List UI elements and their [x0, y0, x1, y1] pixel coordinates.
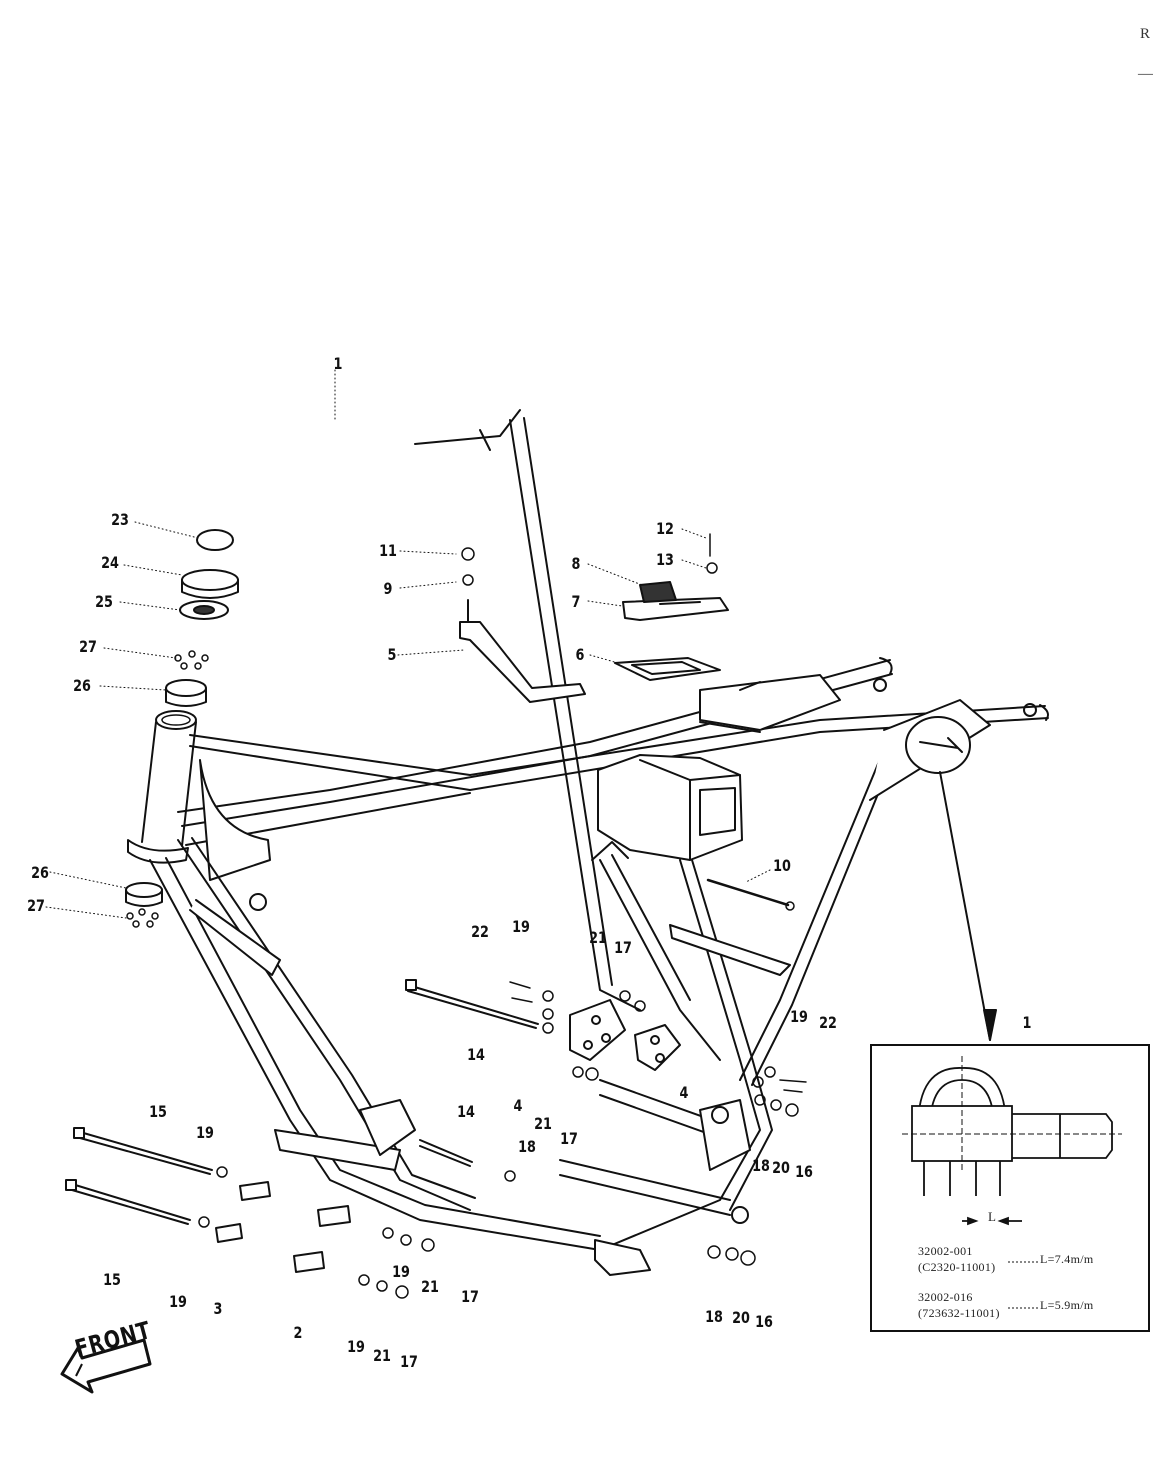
callout-6: 6: [575, 645, 585, 664]
length-b: L=5.9m/m: [1040, 1298, 1094, 1312]
leader-lines: [45, 369, 771, 919]
callout-3: 3: [213, 1299, 223, 1318]
inset-detail-box: L 32002-001 (C2320-11001) L=7.4m/m 32002…: [870, 1044, 1150, 1332]
corner-letter: R: [1140, 26, 1151, 42]
rear-bracket: [699, 674, 1037, 733]
callout-8: 8: [571, 554, 581, 573]
callout-19-right: 19: [790, 1007, 808, 1026]
callout-23: 23: [111, 510, 129, 529]
callout-21-bottom-a: 21: [421, 1277, 439, 1296]
callout-15-top: 15: [149, 1102, 167, 1121]
callout-26-bottom: 26: [31, 863, 49, 882]
length-a: L=7.4m/m: [1040, 1252, 1094, 1266]
callout-20-right: 20: [772, 1158, 790, 1177]
part-number-b: 32002-016: [918, 1290, 973, 1304]
cross-members: [249, 893, 791, 1276]
callout-1-inset: 1: [1022, 1013, 1032, 1032]
callout-14-top: 14: [467, 1045, 485, 1064]
seat-tubes: [509, 417, 721, 1061]
callout-18-center: 18: [518, 1137, 536, 1156]
callout-11: 11: [379, 541, 397, 560]
callout-12: 12: [656, 519, 674, 538]
callout-27-top: 27: [79, 637, 97, 656]
steering-head-tube: [127, 710, 197, 864]
callout-14-bottom: 14: [457, 1102, 475, 1121]
callout-17-center: 17: [614, 938, 632, 957]
part-number-b-sub: (723632-11001): [918, 1306, 1000, 1320]
dim-label: L: [988, 1209, 997, 1224]
part-6-pad: [614, 657, 721, 681]
small-hardware: [126, 533, 807, 1299]
callout-19-left-bottom: 19: [169, 1292, 187, 1311]
part-7-plate: [622, 597, 729, 621]
callout-27-bottom: 27: [27, 896, 45, 915]
callout-20-bottom: 20: [732, 1308, 750, 1327]
callout-4-right: 4: [679, 1083, 689, 1102]
front-arrow-icon: [60, 1338, 152, 1394]
stud-detail-drawing: [902, 1056, 1122, 1226]
callout-18-bottom: 18: [705, 1307, 723, 1326]
callout-19-left-top: 19: [196, 1123, 214, 1142]
part-number-a: 32002-001: [918, 1244, 973, 1258]
callout-26-top: 26: [73, 676, 91, 695]
steering-stack: [125, 529, 239, 907]
detail-magnifier: [905, 716, 997, 1041]
callout-19-bottom-a: 19: [392, 1262, 410, 1281]
long-bolts: [65, 979, 539, 1225]
gusset-plate: [199, 409, 521, 881]
callout-13: 13: [656, 550, 674, 569]
callout-10: 10: [773, 856, 791, 875]
callout-17-lower: 17: [560, 1129, 578, 1148]
callout-18-right: 18: [752, 1156, 770, 1175]
battery-box: [597, 754, 743, 861]
callout-21-bottom-b: 21: [373, 1346, 391, 1365]
part-number-a-sub: (C2320-11001): [918, 1260, 996, 1274]
callout-24: 24: [101, 553, 119, 572]
corner-dash: —: [1138, 66, 1153, 82]
callout-22-right: 22: [819, 1013, 837, 1032]
callout-4-left: 4: [513, 1096, 523, 1115]
engine-mount-plates: [569, 999, 681, 1071]
callout-5: 5: [387, 645, 397, 664]
callout-22-center: 22: [471, 922, 489, 941]
callout-19-bottom-b: 19: [347, 1337, 365, 1356]
part-5-bracket: [459, 599, 586, 703]
callout-21-lower: 21: [534, 1114, 552, 1133]
callout-7: 7: [571, 592, 581, 611]
callout-16-right: 16: [795, 1162, 813, 1181]
part-8-clamp: [639, 581, 677, 603]
callout-1-frame: 1: [333, 354, 343, 373]
callout-15-bottom: 15: [103, 1270, 121, 1289]
callout-25: 25: [95, 592, 113, 611]
spacers: [215, 1181, 351, 1273]
callout-19-center: 19: [512, 917, 530, 936]
callout-17-bottom-b: 17: [400, 1352, 418, 1371]
callout-9: 9: [383, 579, 393, 598]
front-downtubes: [149, 837, 601, 1251]
callout-16-bottom: 16: [755, 1312, 773, 1331]
callout-17-bottom-a: 17: [461, 1287, 479, 1306]
callout-2: 2: [293, 1323, 303, 1342]
callout-21-center: 21: [589, 928, 607, 947]
